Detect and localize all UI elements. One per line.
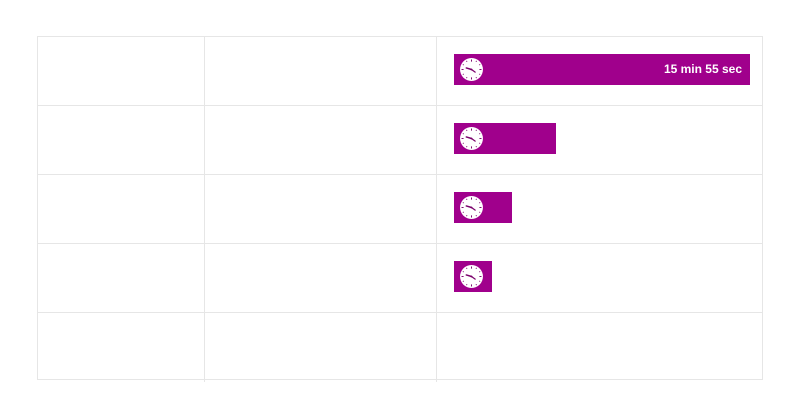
duration-bar — [454, 261, 492, 292]
duration-table: 15 min 55 sec — [37, 36, 763, 382]
table-cell-name — [38, 175, 205, 243]
table-cell-detail — [205, 175, 437, 243]
table-cell-detail — [205, 37, 437, 105]
table-cell-duration — [437, 175, 762, 243]
clock-icon — [460, 58, 483, 81]
table-cell-duration — [437, 313, 762, 382]
duration-bar: 15 min 55 sec — [454, 54, 750, 85]
table-row: 15 min 55 sec — [38, 37, 762, 106]
clock-icon — [460, 265, 483, 288]
table-cell-name — [38, 106, 205, 174]
duration-bar — [454, 123, 556, 154]
table-row — [38, 106, 762, 175]
clock-icon — [460, 127, 483, 150]
duration-bar — [454, 192, 512, 223]
table-cell-detail — [205, 244, 437, 312]
table-cell-duration — [437, 244, 762, 312]
table-row — [38, 175, 762, 244]
table-row — [38, 313, 762, 382]
duration-label: 15 min 55 sec — [663, 62, 742, 76]
clock-icon — [460, 196, 483, 219]
table-cell-duration: 15 min 55 sec — [437, 37, 762, 105]
table-cell-duration — [437, 106, 762, 174]
table-row — [38, 244, 762, 313]
table-cell-name — [38, 244, 205, 312]
table-cell-name — [38, 313, 205, 382]
table-cell-detail — [205, 106, 437, 174]
table-cell-detail — [205, 313, 437, 382]
table-cell-name — [38, 37, 205, 105]
